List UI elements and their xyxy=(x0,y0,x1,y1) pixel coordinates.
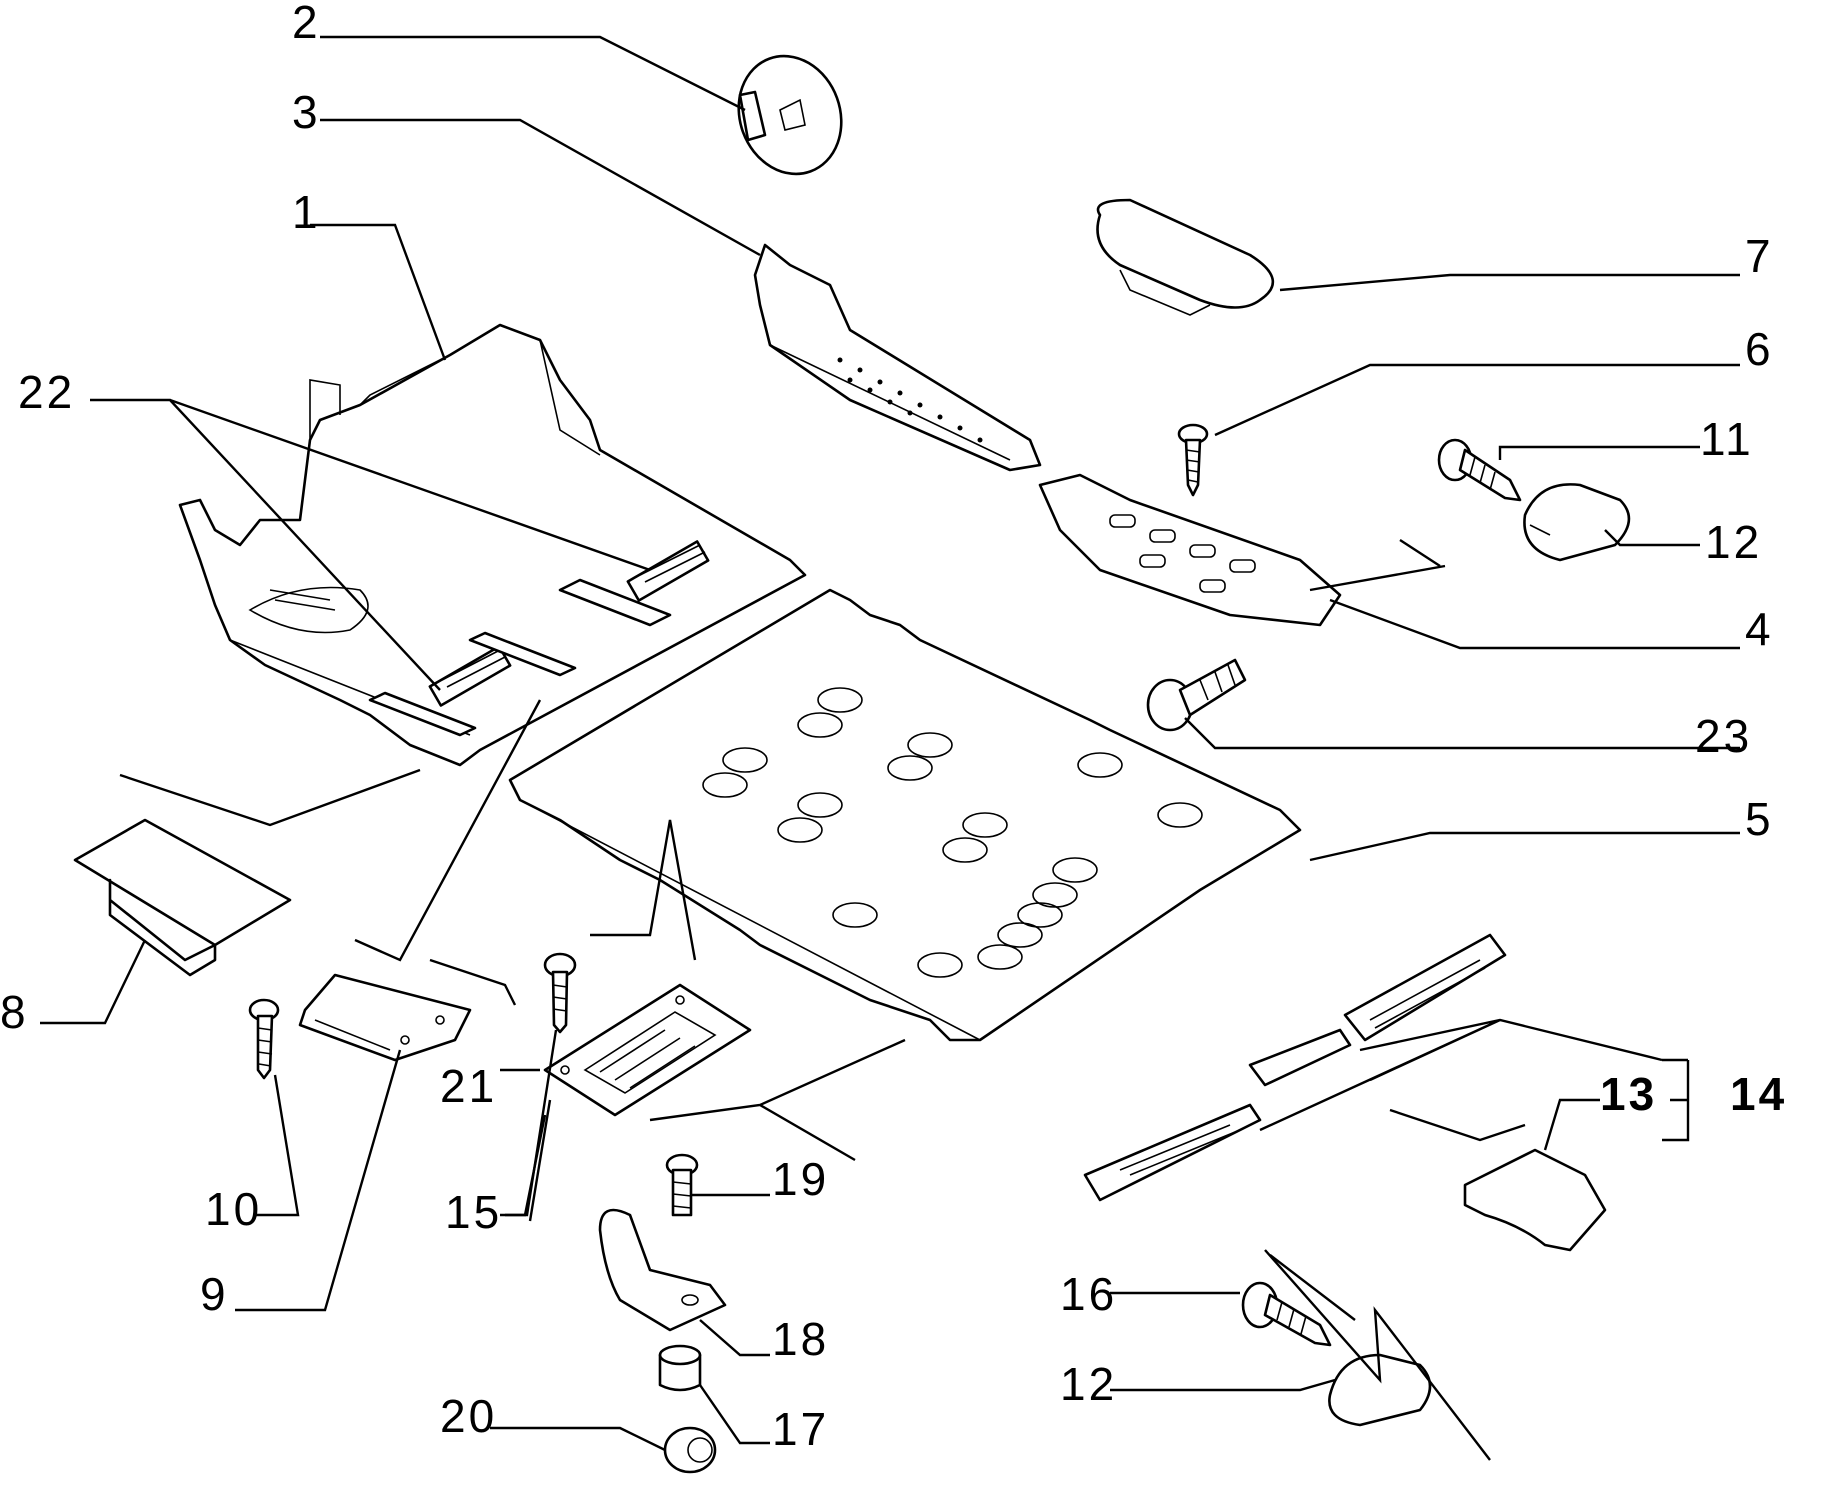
push-clip xyxy=(737,54,843,176)
callout-22: 22 xyxy=(18,366,75,418)
bolt-19 xyxy=(665,1153,699,1217)
screw-6 xyxy=(1177,423,1209,497)
rear-sill-strip xyxy=(1038,473,1342,627)
callout-18: 18 xyxy=(772,1313,829,1365)
screw-21 xyxy=(543,952,577,1034)
grille-plate-15 xyxy=(543,983,752,1117)
callout-11: 11 xyxy=(1700,413,1754,465)
callout-10: 10 xyxy=(205,1183,262,1235)
callout-2: 2 xyxy=(292,0,321,48)
bracket-18 xyxy=(598,1208,727,1332)
push-pin-23 xyxy=(1146,658,1247,732)
nut-20 xyxy=(663,1426,717,1474)
spacer-17 xyxy=(658,1344,702,1392)
callout-13: 13 xyxy=(1600,1068,1657,1120)
cover-plate-9 xyxy=(298,973,472,1062)
callout-12-lower: 12 xyxy=(1060,1358,1117,1410)
callout-19: 19 xyxy=(772,1153,829,1205)
leader-lines xyxy=(40,35,1740,1461)
callout-9: 9 xyxy=(200,1268,229,1320)
storage-tray xyxy=(73,818,292,977)
callout-14: 14 xyxy=(1730,1068,1787,1120)
cover-cap xyxy=(1096,198,1275,316)
plug-cap-12-lower xyxy=(1328,1353,1432,1427)
callout-6: 6 xyxy=(1745,323,1774,375)
callout-labels: 2 3 1 22 7 6 11 12 4 23 5 8 21 10 15 19 … xyxy=(0,0,1787,1455)
callout-1: 1 xyxy=(292,186,321,238)
callout-12-upper: 12 xyxy=(1705,516,1762,568)
end-cap-13 xyxy=(1463,1148,1607,1252)
rear-floor-mat xyxy=(508,588,1302,1042)
callout-15: 15 xyxy=(445,1186,502,1238)
callout-20: 20 xyxy=(440,1390,497,1442)
callout-3: 3 xyxy=(292,86,321,138)
callout-7: 7 xyxy=(1745,230,1774,282)
sill-assembly-14 xyxy=(1083,933,1507,1202)
screw-11 xyxy=(1437,438,1522,502)
callout-8: 8 xyxy=(0,986,29,1038)
sill-trim-strip xyxy=(753,243,1042,472)
callout-21: 21 xyxy=(440,1060,497,1112)
screw-10 xyxy=(248,998,280,1080)
callout-23: 23 xyxy=(1695,710,1752,762)
callout-5: 5 xyxy=(1745,793,1774,845)
plug-cap-12-upper xyxy=(1523,483,1631,562)
callout-16: 16 xyxy=(1060,1268,1117,1320)
screw-16 xyxy=(1241,1281,1332,1347)
callout-4: 4 xyxy=(1745,603,1774,655)
callout-17: 17 xyxy=(772,1403,829,1455)
front-floor-mat xyxy=(178,323,807,767)
